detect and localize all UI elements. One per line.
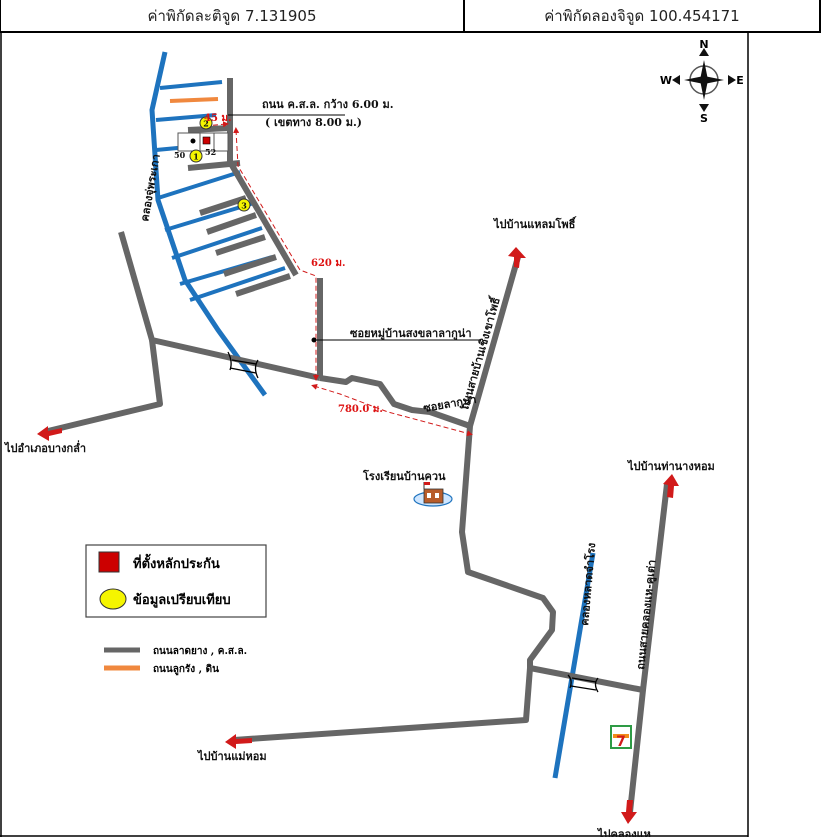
legend-collateral-swatch	[98, 551, 120, 573]
canal-left	[149, 51, 268, 397]
marker-3-label: 3	[241, 201, 247, 211]
bridge-right	[567, 674, 599, 693]
marker-2-label: 2	[203, 119, 209, 129]
soi-village-label: ซอยหมู่บ้านสงขลาลากูน่า	[350, 327, 472, 341]
to-tha-nang-hom-label: ไปบ้านท่านางหอม	[626, 459, 715, 473]
to-phe-label: ไปบ้านแหลมโพธิ์	[492, 216, 577, 231]
compass-n: N	[699, 38, 708, 51]
comparison-markers: 2 1 3	[189, 116, 251, 212]
legend-comparison-swatch	[99, 588, 127, 610]
marker-1-label: 1	[193, 152, 199, 162]
convenience-store-icon: 7	[610, 725, 632, 750]
direction-arrows	[37, 247, 679, 824]
compass-s: S	[700, 112, 708, 125]
compass-rose: N S W E	[660, 38, 744, 125]
marker-3	[237, 198, 251, 212]
leader-lines	[228, 114, 480, 343]
latitude-header: ค่าพิกัดละติจูด 7.131905	[0, 0, 465, 33]
distance-780-label: 780.0 ม.	[338, 404, 383, 415]
to-mae-hom-label: ไปบ้านแม่หอม	[196, 749, 267, 763]
plot-52-label: 52	[205, 147, 216, 157]
asphalt-roads	[47, 78, 670, 813]
legend-comparison-label: ข้อมูลเปรียบเทียบ	[133, 592, 231, 608]
location-map: 2 1 3 ถนน ค.ส.ล. กว้าง 6.00 ม. ( เขตทาง …	[0, 33, 749, 837]
road-reserve-label: ( เขตทาง 8.00 ม.)	[265, 116, 362, 129]
school-label: โรงเรียนบ้านควน	[362, 469, 446, 483]
school-icon	[413, 482, 453, 507]
to-khlong-hae-label: ไปคลองแห	[596, 827, 651, 837]
distance-45-label: 45 ม.	[204, 113, 231, 124]
longitude-header: ค่าพิกัดลองจิจูด 100.454171	[465, 0, 821, 33]
legend-asphalt-label: ถนนลาดยาง , ค.ส.ล.	[153, 646, 247, 657]
to-bang-klam-label: ไปอำเภอบางกล่ำ	[3, 440, 86, 455]
dirt-road	[169, 97, 219, 103]
road-khlong-label: ถนนสายคลองแห-คูเต่า	[634, 559, 659, 670]
road-width-label: ถนน ค.ส.ล. กว้าง 6.00 ม.	[262, 98, 394, 111]
legend-laterite-label: ถนนลูกรัง , ดิน	[153, 663, 219, 676]
canal-right	[552, 552, 596, 779]
marker-1	[189, 149, 203, 163]
store-badge-text: 7	[616, 734, 626, 750]
legend: ที่ตั้งหลักประกัน ข้อมูลเปรียบเทียบ ถนนล…	[85, 544, 267, 676]
compass-w: W	[660, 74, 672, 87]
plot-50-label: 50	[174, 150, 186, 160]
marker-2	[199, 116, 213, 130]
collateral-plot	[177, 132, 229, 152]
distance-620-label: 620 ม.	[311, 258, 345, 269]
distance-lines	[202, 121, 473, 437]
compass-e: E	[736, 74, 744, 87]
canal-right-label: คลองหลาดจำโรง	[577, 542, 598, 626]
legend-collateral-label: ที่ตั้งหลักประกัน	[133, 553, 220, 572]
